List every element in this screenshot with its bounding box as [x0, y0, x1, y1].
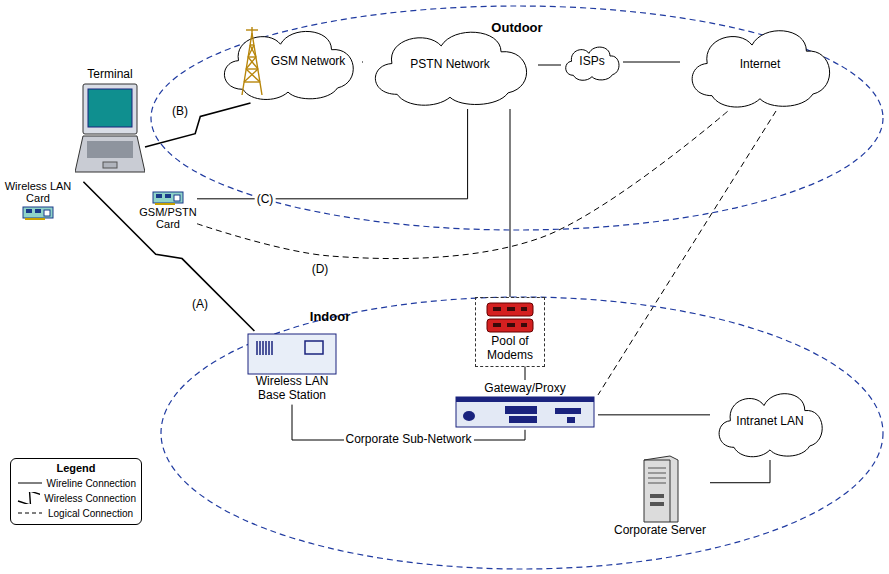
network-cloud: Internet [680, 19, 840, 111]
node-label: Wireless LAN Card [3, 180, 73, 205]
node-label: PSTN Network [410, 58, 489, 72]
node-label: Pool of Modems [478, 335, 542, 363]
wireline-link [538, 65, 561, 66]
legend-sample [16, 492, 40, 504]
edge-label: Corporate Sub-Network [343, 433, 473, 447]
wireless-link [83, 182, 254, 331]
network-cloud: Intranet LAN [710, 384, 830, 460]
region-ellipse: IndoorPool of ModemsWireless LAN Base St… [160, 296, 884, 570]
node-label: Terminal [75, 68, 145, 82]
legend-box: LegendWireline ConnectionWireless Connec… [10, 458, 142, 525]
laptop-icon [75, 82, 145, 180]
wireline-link [623, 62, 680, 63]
legend-row: Wireline Connection [16, 477, 136, 489]
terminal-node: Terminal [75, 66, 145, 182]
edge-label: (A) [190, 298, 210, 312]
node-label: Wireless LAN Base Station [245, 375, 339, 403]
legend-title: Legend [16, 462, 136, 474]
legend-label: Wireline Connection [47, 478, 137, 489]
node-label: Corporate Server [610, 524, 710, 538]
wireline-link [598, 414, 710, 415]
base-station-icon [247, 333, 337, 375]
modem-icon [485, 301, 535, 335]
wireline-link [710, 460, 770, 483]
legend-label: Logical Connection [48, 508, 133, 519]
legend-sample [16, 477, 43, 489]
base-station: Wireless LAN Base Station [245, 331, 339, 405]
network-cloud: GSM Network [213, 21, 363, 103]
legend-row: Wireless Connection [16, 492, 136, 504]
edge-label: (C) [255, 193, 276, 207]
node-label: GSM/PSTN Card [139, 206, 197, 231]
node-label: ISPs [579, 55, 604, 69]
legend-row: Logical Connection [16, 507, 136, 519]
server-icon [640, 454, 680, 524]
wireline-link [362, 62, 363, 63]
gateway-icon [455, 396, 595, 428]
interface-card: Wireless LAN Card [3, 178, 73, 223]
region-title: Indoor [290, 310, 370, 325]
card-icon [152, 190, 184, 206]
logical-link [598, 111, 776, 395]
wireline-link [525, 367, 526, 380]
legend-sample [16, 507, 44, 519]
node-label: Intranet LAN [736, 415, 803, 429]
modem-pool: Pool of Modems [475, 297, 545, 367]
edge-label: (D) [310, 263, 331, 277]
logical-link [197, 111, 728, 259]
server-node: Corporate Server [610, 452, 710, 540]
region-title: Outdoor [477, 21, 557, 36]
region-ellipse: OutdoorGSM Network PSTN Network ISPs Intern… [150, 5, 884, 231]
antenna-tower [239, 27, 265, 97]
interface-card: GSM/PSTN Card [139, 188, 197, 233]
wireline-link [510, 109, 511, 297]
edge-label: (B) [170, 105, 190, 119]
node-label: GSM Network [271, 55, 346, 69]
node-label: Internet [740, 58, 781, 72]
node-label: Gateway/Proxy [452, 382, 598, 396]
card-icon [22, 205, 54, 221]
wireline-link [197, 109, 468, 199]
wireless-link [145, 103, 251, 147]
legend-label: Wireless Connection [44, 493, 136, 504]
gateway-node: Gateway/Proxy [452, 380, 598, 430]
network-cloud: ISPs [561, 42, 623, 82]
